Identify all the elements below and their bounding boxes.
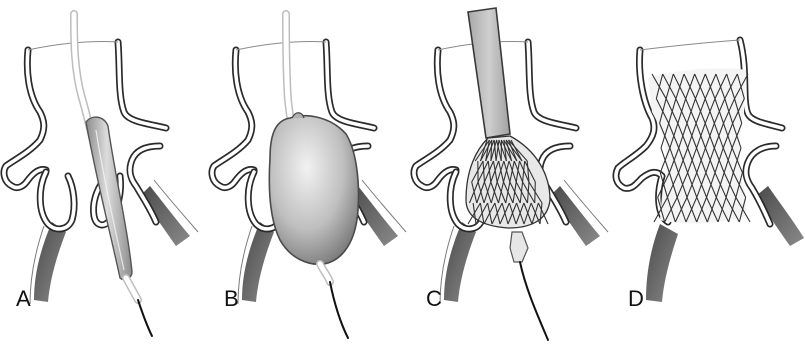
delivery-sheath (468, 8, 510, 138)
panel-d: D (616, 40, 804, 311)
panel-label-b: B (224, 286, 239, 311)
mesh-strut (535, 182, 536, 203)
guidewire (330, 282, 348, 338)
nose-cone (510, 232, 528, 262)
panel-a: A (4, 14, 198, 336)
panel-label-a: A (16, 286, 31, 311)
deployed-valve-frame (648, 68, 750, 223)
panel-b: B (212, 14, 406, 338)
guidewire (138, 300, 152, 336)
panel-label-d: D (628, 286, 644, 311)
inflated-balloon (269, 116, 358, 265)
panel-c: C (414, 8, 608, 340)
partially-deployed-valve (466, 136, 550, 228)
panel-label-c: C (426, 286, 442, 311)
guidewire (520, 262, 548, 340)
